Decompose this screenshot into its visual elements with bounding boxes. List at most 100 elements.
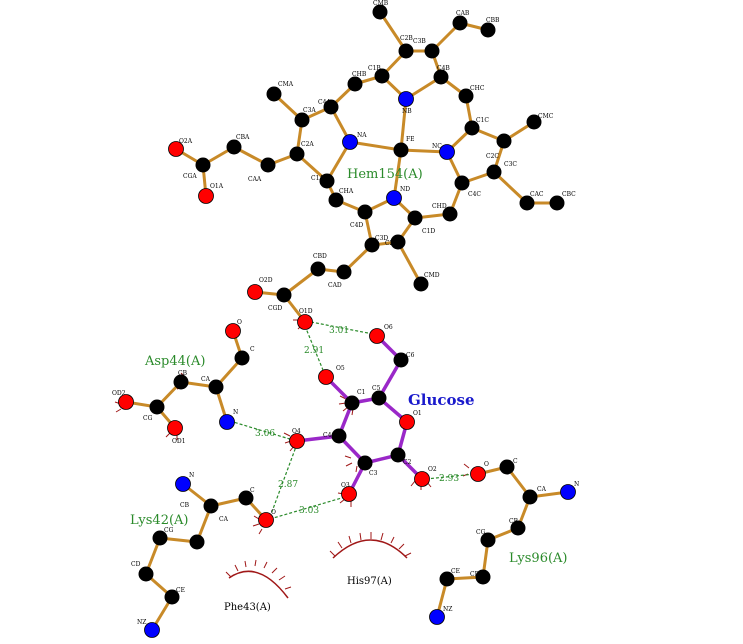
residue-labels: Hem154(A) Asp44(A) Lys42(A) Lys96(A) Phe…	[130, 167, 568, 613]
atom-label: CE	[176, 587, 185, 594]
atom-label: O3	[341, 482, 350, 489]
atom-label: C2A	[301, 141, 314, 148]
atom-label: O1A	[210, 183, 224, 190]
atom-label: C1B	[368, 65, 381, 72]
atom-label: C2C	[486, 153, 499, 160]
atom-label: O4	[292, 428, 301, 435]
atom-label: CAA	[248, 176, 262, 183]
atom-label: C3	[369, 470, 378, 477]
atom-label: C2D	[385, 240, 398, 247]
atom-label: CD	[470, 571, 480, 578]
hydrogen-bonds	[229, 321, 476, 520]
distance-label: 3.06	[255, 429, 275, 439]
atoms	[118, 4, 576, 638]
atom-label: CD	[131, 561, 141, 568]
atom-label: C3C	[504, 161, 517, 168]
atom-label: CAD	[328, 282, 342, 289]
atom-label: C4B	[437, 65, 450, 72]
atom-label: CGD	[268, 305, 282, 312]
atom-label: C1	[357, 389, 365, 396]
atom-label: CA	[219, 516, 229, 523]
distance-label: 2.93	[439, 474, 459, 484]
atom-label: CHA	[339, 188, 354, 195]
atom-label: CBA	[236, 134, 250, 141]
atom-label: C	[513, 458, 518, 465]
atom-label: C4C	[468, 191, 481, 198]
atom-hydrophobic-spikes	[114, 310, 470, 535]
atom-label: C3D	[375, 235, 388, 242]
atom-label: C	[250, 487, 255, 494]
atom-label: CMA	[278, 81, 294, 88]
atom-label: C5	[372, 385, 381, 392]
residue-label-lys96: Lys96(A)	[509, 551, 568, 566]
atom-label: O2	[428, 466, 437, 473]
atom-label: O	[271, 509, 276, 516]
atom-label: CB	[180, 502, 190, 509]
atom-label: C6	[406, 352, 415, 359]
hbond-o1d-o6	[310, 321, 374, 335]
hbond-n-o4	[229, 420, 294, 441]
atom-label: C3A	[303, 107, 316, 114]
hbond-o1d-o5	[304, 325, 326, 376]
residue-label-phe43: Phe43(A)	[224, 602, 271, 613]
residue-label-his97: His97(A)	[347, 576, 392, 587]
atom-label: CGA	[183, 173, 197, 180]
residue-label-lys42: Lys42(A)	[130, 513, 189, 528]
atom-label: O2A	[179, 138, 193, 145]
atom-label: C2B	[400, 35, 413, 42]
atom-label: O5	[336, 365, 345, 372]
atom-label: C4	[323, 432, 332, 439]
atom-label: FE	[406, 136, 415, 143]
atom-label: CMC	[538, 113, 554, 120]
atom-label: C1C	[476, 117, 489, 124]
atom-label: CAB	[456, 10, 470, 17]
residue-label-asp44: Asp44(A)	[144, 354, 205, 369]
atom-label: NA	[357, 132, 367, 139]
atom-label: O	[484, 461, 489, 468]
atom-label: NC	[432, 143, 442, 150]
atom-label: CG	[476, 529, 486, 536]
atom-label: CHD	[432, 203, 447, 210]
atom-label: CB	[509, 518, 519, 525]
atom-label: OD2	[112, 390, 126, 397]
atom-label: C4A	[318, 99, 331, 106]
atom-label: C1D	[422, 228, 435, 235]
his97-hydrophobic-arc	[329, 532, 412, 559]
atom-label: CA	[537, 486, 547, 493]
atom-label: C3B	[413, 38, 426, 45]
atom-label: O1	[413, 410, 422, 417]
atom-label: CHC	[470, 85, 485, 92]
atom-label: C	[250, 346, 255, 353]
atom-label: C1A	[311, 175, 324, 182]
atom-labels: CMB CAB CBB C2B C3B C1B C4B CHB NB CHC C…	[112, 0, 579, 626]
atom-label: CE	[451, 568, 460, 575]
distance-label: 3.01	[329, 326, 349, 336]
distance-labels: 3.01 2.91 3.06 2.87 3.03 2.93	[255, 326, 459, 516]
distance-label: 3.03	[299, 506, 319, 516]
hbond-o-o3	[269, 496, 346, 520]
atom-label: NZ	[137, 619, 146, 626]
atom-label: N	[189, 472, 194, 479]
atom-label: N	[574, 481, 579, 488]
atom-label: CB	[178, 370, 188, 377]
atom-label: O	[237, 319, 242, 326]
atom-label: CAC	[530, 191, 544, 198]
atom-label: CG	[164, 527, 174, 534]
atom-label: C4D	[350, 222, 363, 229]
atom-label: OD1	[172, 438, 186, 445]
ligand-label-glucose: Glucose	[408, 391, 475, 409]
atom-label: CBD	[313, 253, 327, 260]
atom-label: CA	[201, 376, 211, 383]
atom-label: O6	[384, 324, 393, 331]
atom-label: CHB	[352, 71, 367, 78]
atom-label: CBB	[486, 17, 500, 24]
distance-label: 2.91	[304, 346, 324, 356]
atom-label: O2D	[259, 277, 273, 284]
phe43-hydrophobic-arc	[225, 559, 292, 599]
atom-label: NB	[402, 108, 412, 115]
atom-label: C2	[403, 459, 412, 466]
atom-label: O1D	[299, 308, 313, 315]
atom-label: CMB	[373, 0, 389, 7]
atom-label: N	[233, 409, 238, 416]
